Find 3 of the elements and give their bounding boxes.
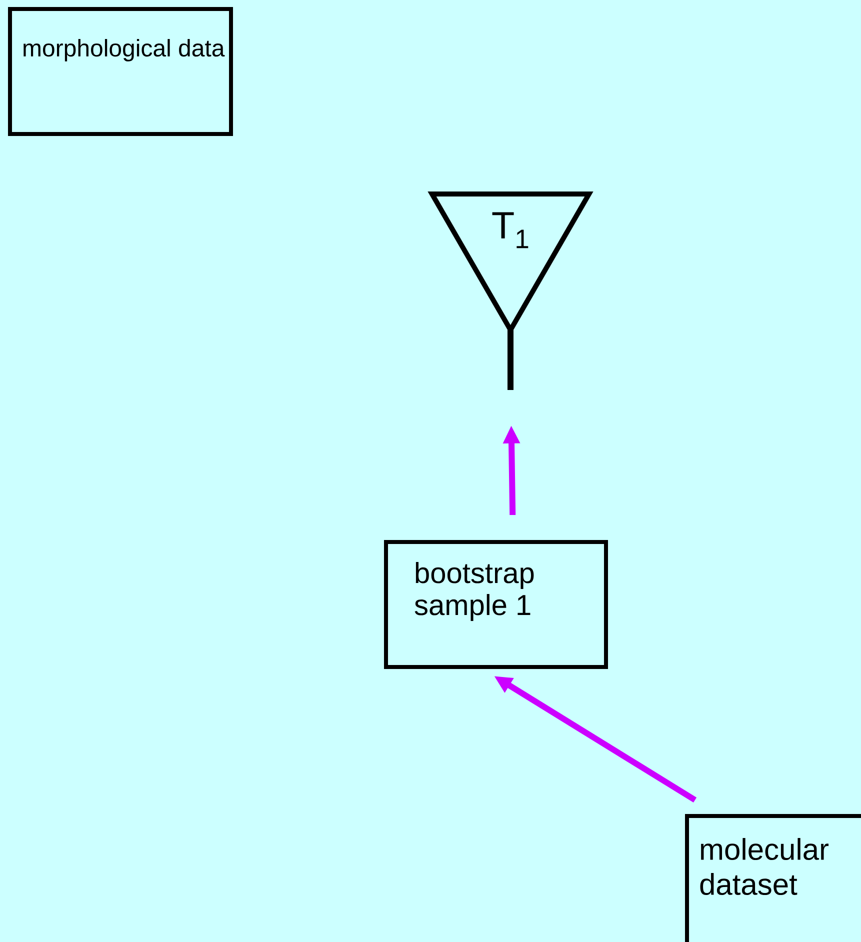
text-box: bootstrap sample 1	[384, 540, 608, 669]
text-box: molecular dataset	[685, 814, 861, 942]
text-box: morphological data	[8, 7, 233, 136]
